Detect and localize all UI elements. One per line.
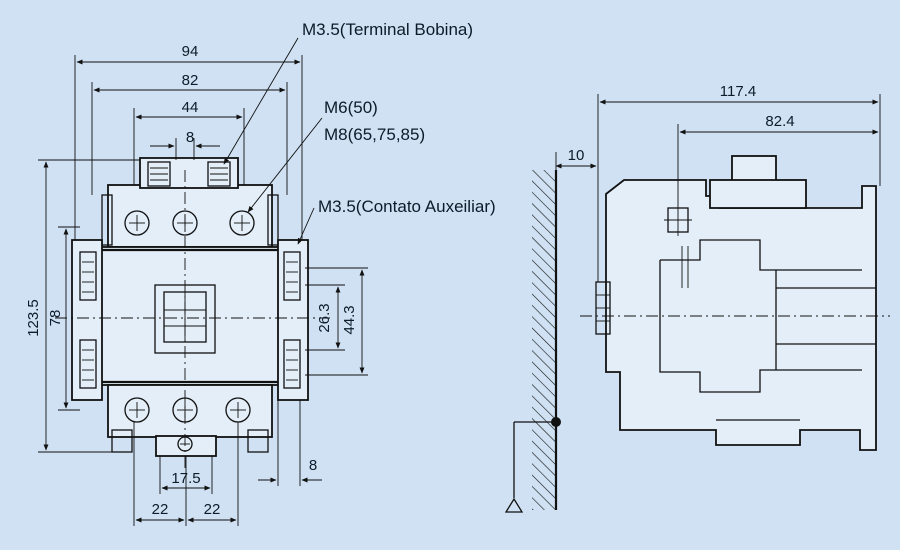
dim-width-82-4: 82.4 (677, 113, 879, 204)
terminal-screws-bottom (124, 397, 251, 452)
dim-width-8-bottom: 8 (258, 400, 322, 486)
m6-label: M6(50) (324, 98, 378, 117)
callout-m6-m8: M6(50) M8(65,75,85) (247, 98, 425, 213)
callout-coil-terminal: M3.5(Terminal Bobina) (223, 20, 473, 165)
dim-width-94: 94 (74, 43, 303, 240)
dim-height-26-3: 26.3 (305, 284, 345, 351)
dim-94-label: 94 (182, 43, 199, 60)
dim-10-label: 10 (568, 147, 585, 164)
dim-123-5-label: 123.5 (25, 299, 42, 337)
ground-symbol (504, 417, 561, 513)
contactor-body-front (55, 157, 330, 470)
dim-width-82: 82 (91, 72, 288, 195)
dim-height-123-5: 123.5 (25, 159, 140, 453)
callout-aux-contact: M3.5(Contato Auxeiliar) (297, 197, 496, 245)
dim-height-44-3: 44.3 (305, 267, 368, 376)
dim-width-8-top: 8 (150, 129, 220, 160)
dim-width-22-right: 22 (187, 422, 239, 526)
m8-label: M8(65,75,85) (324, 125, 425, 144)
side-view: 117.4 82.4 10 (504, 83, 890, 513)
dim-22-right-label: 22 (204, 501, 221, 518)
dim-82-label: 82 (182, 72, 199, 89)
contactor-body-side (580, 155, 890, 451)
dim-22-left-label: 22 (152, 501, 169, 518)
dim-width-44: 44 (133, 99, 245, 185)
terminal-screws-top (124, 210, 255, 236)
dim-width-22-left: 22 (133, 422, 187, 526)
dim-8-top-label: 8 (186, 129, 194, 146)
dim-26-3-label: 26.3 (316, 303, 333, 332)
dim-78-label: 78 (47, 310, 64, 327)
dim-width-117-4: 117.4 (597, 83, 881, 282)
dim-117-4-label: 117.4 (720, 83, 756, 100)
aux-contact-label: M3.5(Contato Auxeiliar) (318, 197, 496, 216)
dim-8-bottom-label: 8 (309, 457, 317, 474)
callouts: M3.5(Terminal Bobina) M6(50) M8(65,75,85… (223, 20, 496, 245)
dim-width-10: 10 (555, 147, 597, 170)
dim-height-78: 78 (47, 226, 80, 411)
mounting-wall (532, 170, 558, 510)
dim-44-label: 44 (182, 99, 199, 116)
dim-82-4-label: 82.4 (765, 113, 794, 130)
front-view: 94 82 44 8 123.5 (25, 43, 368, 526)
coil-terminal-label: M3.5(Terminal Bobina) (302, 20, 473, 39)
dim-44-3-label: 44.3 (341, 305, 358, 334)
